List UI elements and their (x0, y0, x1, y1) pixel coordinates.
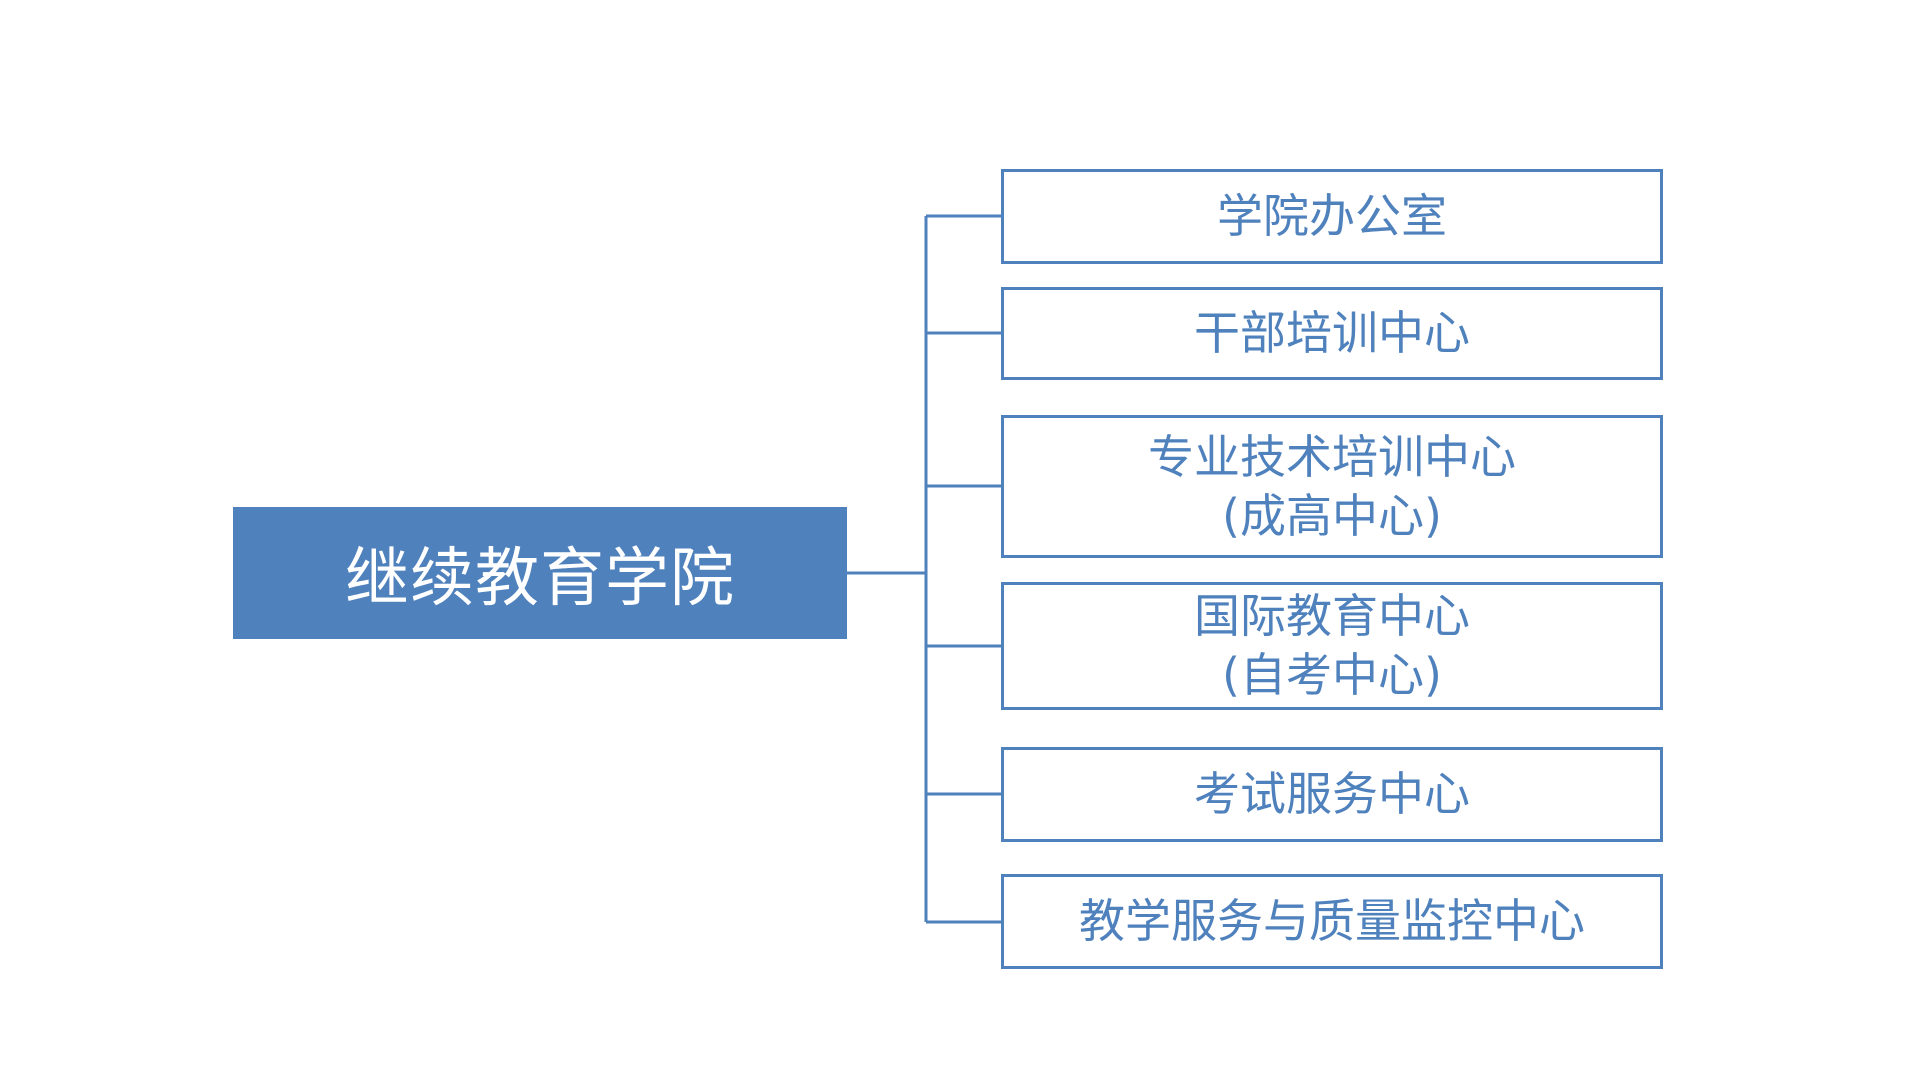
child-node-office: 学院办公室 (1001, 169, 1663, 264)
child-node-cadre-training: 干部培训中心 (1001, 287, 1663, 380)
child-label: 干部培训中心 (1194, 306, 1470, 361)
child-node-teaching-quality: 教学服务与质量监控中心 (1001, 874, 1663, 969)
child-label: 教学服务与质量监控中心 (1079, 894, 1585, 949)
child-label: 国际教育中心 (1194, 589, 1470, 644)
root-node: 继续教育学院 (233, 507, 847, 639)
child-label: 考试服务中心 (1194, 767, 1470, 822)
child-node-exam-service: 考试服务中心 (1001, 747, 1663, 842)
child-sublabel: (成高中心) (1222, 488, 1442, 543)
child-sublabel: (自考中心) (1222, 648, 1442, 702)
child-label: 学院办公室 (1217, 189, 1447, 244)
root-label: 继续教育学院 (345, 542, 735, 616)
child-node-professional-training: 专业技术培训中心 (成高中心) (1001, 415, 1663, 558)
child-label: 专业技术培训中心 (1148, 429, 1516, 484)
child-node-international-education: 国际教育中心 (自考中心) (1001, 582, 1663, 710)
